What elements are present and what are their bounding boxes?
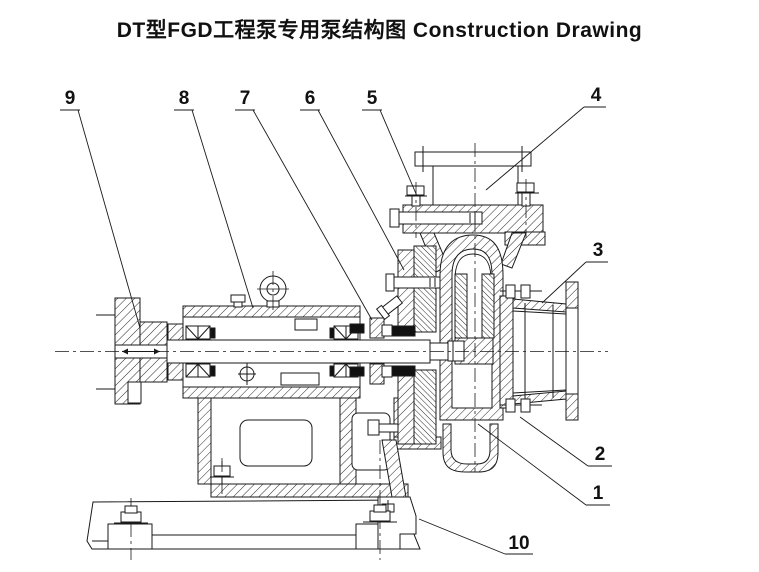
callout-label-8: 8 xyxy=(179,88,190,109)
callout-label-9: 9 xyxy=(65,88,76,109)
drawing-title: DT型FGD工程泵专用泵结构图 Construction Drawing xyxy=(116,19,643,42)
callout-5: 5 xyxy=(362,88,417,196)
frame-bolt xyxy=(368,420,379,435)
callout-1: 1 xyxy=(478,424,610,505)
callout-9: 9 xyxy=(60,88,140,328)
callout-10: 10 xyxy=(419,519,533,554)
callout-8: 8 xyxy=(174,88,253,308)
casing-support-bracket xyxy=(378,440,416,549)
anchor-bolts xyxy=(114,504,397,524)
callout-label-1: 1 xyxy=(593,483,604,504)
callout-6: 6 xyxy=(300,88,404,270)
bearings xyxy=(186,326,358,377)
suction-assembly xyxy=(500,282,578,420)
support-frame xyxy=(198,398,441,497)
callout-label-4: 4 xyxy=(591,85,602,106)
centerlines xyxy=(55,143,608,560)
stuffing-box-seal xyxy=(350,246,440,444)
callout-label-3: 3 xyxy=(593,240,604,261)
callout-label-7: 7 xyxy=(240,88,251,109)
callout-label-6: 6 xyxy=(305,88,316,109)
coupling-flange xyxy=(96,298,167,404)
grease-fitting xyxy=(377,294,404,319)
callout-label-5: 5 xyxy=(367,88,378,109)
callouts: 9 8 7 6 5 xyxy=(60,85,612,554)
callout-7: 7 xyxy=(235,88,372,320)
base-plate xyxy=(87,500,420,549)
callout-2: 2 xyxy=(520,417,612,466)
callout-label-10: 10 xyxy=(508,533,529,554)
callout-3: 3 xyxy=(542,240,608,303)
callout-4: 4 xyxy=(486,85,606,190)
callout-label-2: 2 xyxy=(595,444,606,465)
